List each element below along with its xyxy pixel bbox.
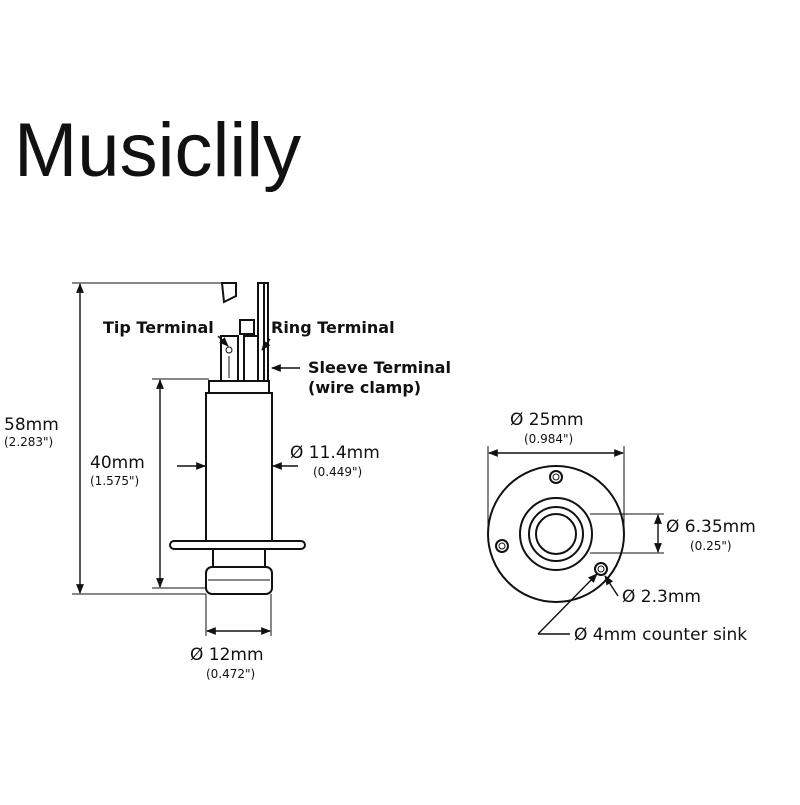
sleeve-terminal-label: Sleeve Terminal: [308, 358, 451, 377]
jack-side-view: 58mm (2.283") 40mm (1.575") Ø 11.4mm (0.…: [4, 282, 451, 681]
body-cap: [208, 380, 270, 394]
counter-sink-label: Ø 4mm counter sink: [574, 625, 747, 645]
counter-sink-pointer: [537, 573, 598, 635]
dim-2-3mm-pointer: [604, 575, 619, 597]
sleeve-terminal-clamp: [243, 335, 259, 382]
mount-hole-left: [495, 539, 509, 553]
dim-40mm-inch: (1.575"): [90, 474, 139, 488]
brand-logo-text: Musiclily: [14, 108, 301, 193]
dim-25mm-label: Ø 25mm: [510, 410, 584, 430]
dim-40mm-label: 40mm: [90, 453, 145, 473]
mount-hole-right: [594, 562, 608, 576]
thread-section: [212, 548, 266, 568]
tip-terminal-pointer: [217, 335, 229, 347]
ring-terminal-lug: [239, 319, 255, 335]
mount-hole-top: [549, 470, 563, 484]
dim-11-4mm-label: Ø 11.4mm: [290, 443, 380, 463]
dim-25mm-inch: (0.984"): [524, 432, 573, 446]
mount-hole-right-sink: [597, 565, 605, 573]
mount-hole-left-sink: [498, 542, 506, 550]
dim-12mm-label: Ø 12mm: [190, 645, 264, 665]
body-cylinder: [205, 392, 273, 542]
tip-terminal-hole: [225, 346, 233, 354]
top-bend-tab: [220, 282, 237, 304]
ring-terminal-strip-back: [263, 282, 269, 382]
dim-6-35mm-inch: (0.25"): [690, 539, 732, 553]
ring-terminal-pointer: [261, 338, 271, 351]
flange-plate: [169, 540, 306, 550]
tip-terminal-label: Tip Terminal: [103, 318, 214, 337]
sleeve-terminal-sublabel: (wire clamp): [308, 378, 421, 397]
dim-2-3mm-label: Ø 2.3mm: [622, 587, 701, 607]
dim-58mm-label: 58mm: [4, 415, 59, 435]
ring-terminal-label: Ring Terminal: [271, 318, 395, 337]
dim-6-35mm-label: Ø 6.35mm: [666, 517, 756, 537]
mount-hole-top-sink: [552, 473, 560, 481]
dim-58mm-inch: (2.283"): [4, 435, 53, 449]
jack-hole: [535, 513, 577, 555]
dim-12mm-inch: (0.472"): [206, 667, 255, 681]
jack-front-view: Ø 25mm (0.984") Ø 6.35mm (0.25") Ø 2.3mm…: [487, 410, 756, 645]
dim-11-4mm-inch: (0.449"): [313, 465, 362, 479]
